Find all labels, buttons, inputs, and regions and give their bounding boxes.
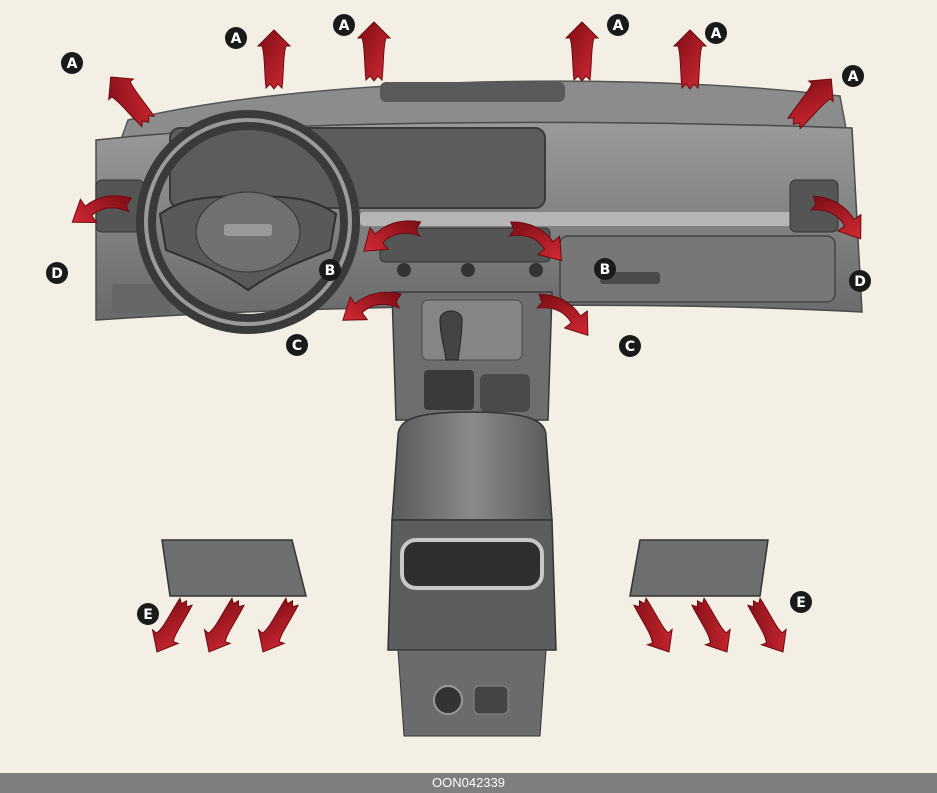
trim-strip	[360, 212, 830, 226]
label-a-2: A	[225, 27, 247, 49]
rear-vent-right	[629, 539, 769, 597]
glovebox	[559, 235, 836, 303]
label-e-left: E	[137, 603, 159, 625]
defrost-vent-center	[380, 82, 565, 102]
console-lower	[397, 649, 547, 737]
svg-text:D: D	[854, 274, 866, 290]
svg-text:A: A	[613, 18, 624, 34]
gear-shifter-base	[424, 370, 474, 410]
usb-port	[433, 685, 463, 715]
label-a-3: A	[333, 14, 355, 36]
charging-port	[473, 685, 509, 715]
console-tray	[421, 299, 523, 361]
rear-vent-left	[161, 539, 307, 597]
brand-logo	[224, 224, 272, 236]
vent-labels: A A A A A A B B C C D D E E	[46, 14, 871, 625]
armrest	[391, 411, 553, 521]
rear-floor-vents	[161, 539, 769, 597]
svg-text:C: C	[292, 338, 302, 354]
label-e-right: E	[790, 591, 812, 613]
gear-shifter	[439, 310, 463, 361]
label-b-left: B	[319, 259, 341, 281]
svg-text:E: E	[143, 607, 153, 623]
glovebox-handle	[600, 272, 660, 284]
label-a-1: A	[61, 52, 83, 74]
svg-text:D: D	[51, 266, 63, 282]
label-a-5: A	[705, 22, 727, 44]
svg-text:A: A	[67, 56, 78, 72]
svg-text:E: E	[796, 595, 806, 611]
steering-wheel-rim-highlight	[144, 118, 352, 326]
dashboard	[95, 80, 863, 334]
lower-dash-left	[112, 284, 172, 314]
control-knob-right	[529, 263, 543, 277]
cupholder-front	[480, 374, 530, 412]
label-d-right: D	[849, 270, 871, 292]
label-d-left: D	[46, 262, 68, 284]
svg-text:A: A	[339, 18, 350, 34]
control-knob-center	[461, 263, 475, 277]
label-c-left: C	[286, 334, 308, 356]
svg-text:A: A	[848, 69, 859, 85]
svg-text:B: B	[600, 262, 611, 278]
label-c-right: C	[619, 335, 641, 357]
svg-text:A: A	[711, 26, 722, 42]
footer-bar	[0, 773, 937, 793]
label-a-4: A	[607, 14, 629, 36]
label-b-right: B	[594, 258, 616, 280]
rear-cupholders	[400, 538, 544, 590]
label-a-6: A	[842, 65, 864, 87]
svg-text:C: C	[625, 339, 635, 355]
svg-text:A: A	[231, 31, 242, 47]
center-console	[387, 291, 557, 737]
svg-text:B: B	[325, 263, 336, 279]
control-knob-left	[397, 263, 411, 277]
figure-code: OON042339	[432, 775, 505, 790]
